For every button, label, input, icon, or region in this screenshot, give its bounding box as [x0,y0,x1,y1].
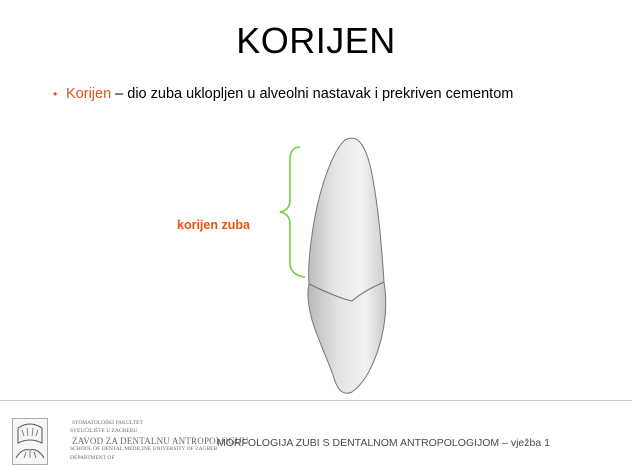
tooth-crown-shape [307,281,387,394]
footer-course-title: MORFOLOGIJA ZUBI S DENTALNOM ANTROPOLOGI… [217,437,550,449]
faculty-logo-icon [12,418,48,465]
bullet-text: – dio zuba uklopljen u alveolni nastavak… [111,86,514,102]
bracket-icon [279,146,306,278]
logo-line-3: ZAVOD ZA DENTALNU ANTROPOLOGIJU [72,436,249,446]
logo-line-2: SVEUČILIŠTE U ZAGREBU [70,428,138,434]
logo-line-5: DEPARTMENT OF [70,455,115,461]
slide-title: KORIJEN [236,20,396,61]
root-annotation-label: korijen zuba [177,218,250,232]
logo-line-4: SCHOOL OF DENTAL MEDICINE UNIVERSITY OF … [70,446,218,452]
tooth-root-shape [308,137,385,302]
bullet-term: Korijen [66,86,112,102]
footer-divider [0,400,632,401]
logo-line-1: STOMATOLOŠKI FAKULTET [72,420,143,426]
bullet-dot-icon: • [53,87,58,101]
bullet-item: • Korijen – dio zuba uklopljen u alveoln… [53,85,556,104]
